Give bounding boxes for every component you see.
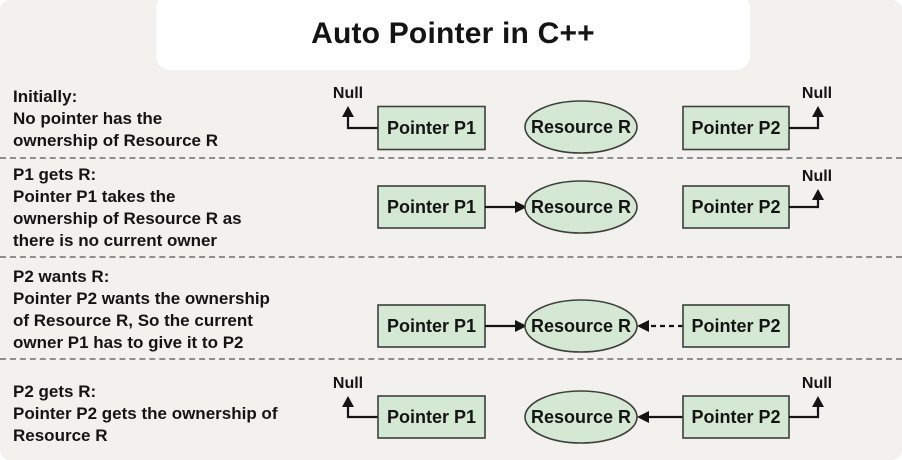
- row-heading: P1 gets R:: [13, 165, 97, 184]
- row-body: Pointer P2 wants the ownership of Resour…: [13, 289, 270, 352]
- resource-node: [524, 180, 638, 234]
- null-arrow-up-icon: [342, 396, 354, 407]
- separator-2: [0, 256, 902, 258]
- row-p1-gets-r: P1 gets R: Pointer P1 takes the ownershi…: [0, 158, 902, 256]
- row-body: No pointer has the ownership of Resource…: [13, 109, 218, 150]
- row-initially-diagram: Null Pointer P1 Resource R Pointer P2 Nu…: [333, 85, 832, 154]
- null-arrow-up-icon: [812, 106, 824, 117]
- null-label: Null: [802, 85, 832, 102]
- row-heading: Initially:: [13, 87, 78, 106]
- null-arrow-up-icon: [812, 189, 824, 200]
- row-p2-gets-r-diagram: Null Pointer P1 Resource R Pointer P2 Nu…: [333, 375, 832, 444]
- pointer-p1-label: Pointer P1: [387, 197, 476, 217]
- null-wire: [789, 199, 820, 209]
- pointer-p1-label: Pointer P1: [387, 407, 476, 427]
- pointer-p2-label: Pointer P2: [691, 118, 780, 138]
- title-box: Auto Pointer in C++: [156, 0, 750, 70]
- row-p2-wants-r-diagram: Pointer P1 Resource R Pointer P2: [377, 299, 790, 353]
- pointer-p1-node: [377, 395, 486, 439]
- null-label: Null: [802, 375, 832, 392]
- pointer-p2-node: [682, 304, 790, 348]
- resource-label: Resource R: [531, 407, 631, 427]
- resource-label: Resource R: [531, 316, 631, 336]
- row-p1-gets-r-diagram: Pointer P1 Resource R Pointer P2 Null: [377, 168, 832, 234]
- row-initially-text: Initially: No pointer has the ownership …: [13, 80, 323, 152]
- separator-3: [0, 358, 902, 360]
- page-title: Auto Pointer in C++: [311, 17, 595, 50]
- null-label: Null: [802, 168, 832, 185]
- resource-node: [524, 100, 638, 154]
- null-label: Null: [333, 375, 363, 392]
- row-body: Pointer P1 takes the ownership of Resour…: [13, 187, 242, 250]
- null-wire: [346, 406, 378, 419]
- row-p2-wants-r-text: P2 wants R: Pointer P2 wants the ownersh…: [13, 257, 323, 354]
- row-heading: P2 gets R:: [13, 382, 97, 401]
- row-initially: Initially: No pointer has the ownership …: [0, 80, 902, 157]
- row-p2-gets-r-text: P2 gets R: Pointer P2 gets the ownership…: [13, 359, 323, 447]
- pointer-p2-label: Pointer P2: [691, 197, 780, 217]
- row-heading: P2 wants R:: [13, 267, 110, 286]
- pointer-p2-node: [682, 105, 790, 151]
- null-label: Null: [333, 85, 363, 102]
- null-wire: [789, 406, 820, 419]
- row-body: Pointer P2 gets the ownership of Resourc…: [13, 404, 278, 445]
- pointer-p1-node: [377, 304, 486, 348]
- request-arrow-left-icon: [637, 320, 649, 332]
- resource-label: Resource R: [531, 197, 631, 217]
- null-wire: [346, 116, 378, 130]
- pointer-p2-label: Pointer P2: [691, 316, 780, 336]
- pointer-p1-node: [377, 105, 486, 151]
- row-p2-gets-r: P2 gets R: Pointer P2 gets the ownership…: [0, 359, 902, 460]
- ownership-arrow-right-icon: [515, 201, 527, 213]
- pointer-p1-label: Pointer P1: [387, 118, 476, 138]
- ownership-arrow-left-icon: [637, 411, 649, 423]
- null-wire: [789, 116, 820, 130]
- row-p2-wants-r: P2 wants R: Pointer P2 wants the ownersh…: [0, 257, 902, 358]
- resource-label: Resource R: [531, 117, 631, 137]
- pointer-p1-node: [377, 185, 486, 229]
- ownership-arrow-right-icon: [515, 320, 527, 332]
- pointer-p1-label: Pointer P1: [387, 316, 476, 336]
- row-p1-gets-r-text: P1 gets R: Pointer P1 takes the ownershi…: [13, 158, 323, 252]
- null-arrow-up-icon: [812, 396, 824, 407]
- separator-1: [0, 157, 902, 159]
- null-arrow-up-icon: [342, 106, 354, 117]
- pointer-p2-label: Pointer P2: [691, 407, 780, 427]
